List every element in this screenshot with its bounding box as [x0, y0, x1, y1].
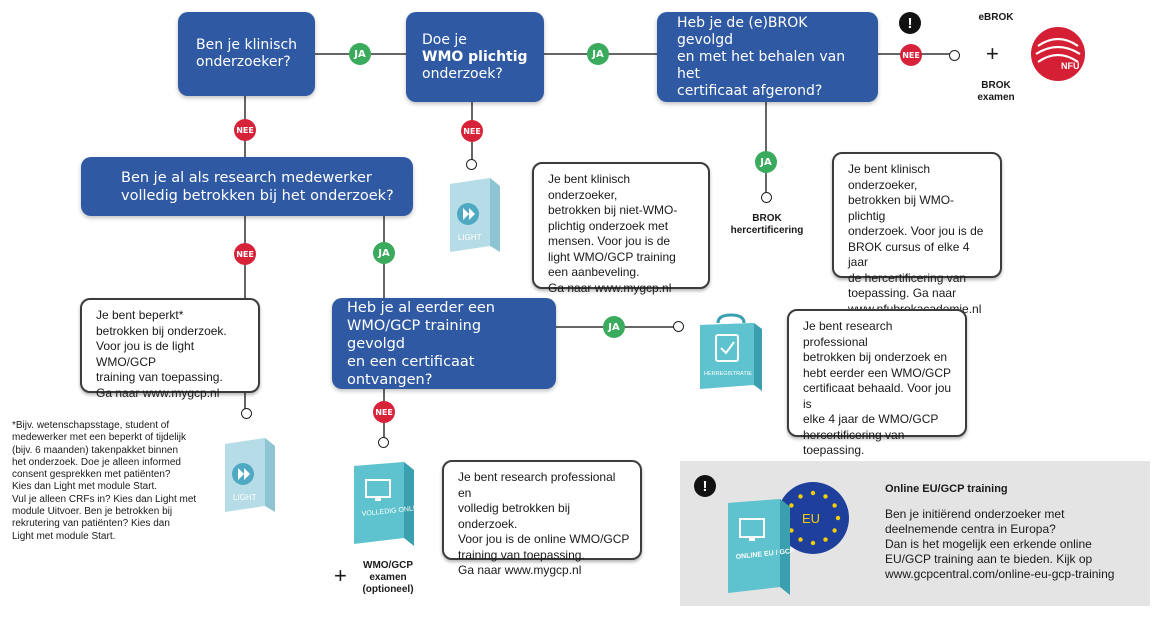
light-box-icon: LIGHT [219, 436, 277, 518]
plus-icon: + [334, 563, 347, 588]
end-node [378, 437, 389, 448]
nee-badge: NEE [234, 243, 256, 265]
question-text: onderzoek? [422, 65, 503, 82]
nfu-logo: NFU [1030, 26, 1086, 82]
ja-badge: JA [755, 151, 777, 173]
end-node [241, 408, 252, 419]
eu-panel-title: Online EU/GCP training [885, 483, 1008, 495]
light-box-icon: LIGHT [444, 176, 502, 258]
nee-badge: NEE [461, 120, 483, 142]
bubble-text: Je bent klinisch onderzoeker, betrokken … [548, 172, 678, 295]
bubble-text: Je bent beperkt* betrokken bij onderzoek… [96, 308, 227, 400]
nee-badge: NEE [373, 401, 395, 423]
ja-badge: JA [349, 43, 371, 65]
advice-bubble-herregistratie: Je bent research professional betrokken … [787, 309, 967, 473]
eu-panel-body: Ben je initiërend onderzoeker met deelne… [885, 507, 1115, 581]
end-node [673, 321, 684, 332]
nfu-logo-text: NFU [1061, 61, 1080, 71]
wmo-exam-label: WMO/GCP examen (optioneel) [362, 560, 414, 595]
question-brok: Heb je de (e)BROK gevolgd en met het beh… [657, 12, 878, 102]
advice-bubble-volledig: Je bent research professional en volledi… [442, 460, 642, 577]
ja-badge: JA [603, 316, 625, 338]
volledig-online-box-icon: VOLLEDIG ONLINE [350, 458, 425, 550]
end-node [466, 159, 477, 170]
footnote: *Bijv. wetenschapsstage, student of mede… [12, 420, 197, 542]
brok-exam-label: BROK examen [977, 80, 1015, 103]
svg-text:HERREGISTRATIE: HERREGISTRATIE [704, 371, 752, 377]
advice-bubble-brok: Je bent klinisch onderzoeker, betrokken … [832, 152, 1002, 316]
plus-icon: + [986, 41, 999, 66]
herregistratie-box-icon: HERREGISTRATIE [696, 313, 766, 395]
nee-badge: NEE [234, 119, 256, 141]
brok-recert-label: BROK hercertificering [730, 213, 804, 236]
question-text: Ben je klinisch onderzoeker? [196, 37, 298, 70]
ja-badge: JA [587, 43, 609, 65]
end-node [761, 192, 772, 203]
question-research-medewerker: Ben je al als research medewerker volled… [81, 157, 413, 216]
nee-badge: NEE [900, 44, 922, 66]
question-wmo-plichtig: Doe je WMO plichtig onderzoek? [406, 12, 544, 102]
bubble-text: Je bent research professional betrokken … [803, 319, 952, 473]
question-text: Heb je al eerder een WMO/GCP training ge… [347, 299, 495, 388]
question-klinisch-onderzoeker: Ben je klinisch onderzoeker? [178, 12, 315, 96]
bubble-text: Je bent klinisch onderzoeker, betrokken … [848, 162, 984, 316]
ja-badge: JA [373, 242, 395, 264]
question-eerder-wmo-gcp: Heb je al eerder een WMO/GCP training ge… [332, 298, 556, 389]
ebrok-label: eBROK [978, 12, 1014, 23]
eu-flag-icon: EU [776, 481, 850, 555]
svg-text:LIGHT: LIGHT [458, 233, 482, 242]
svg-text:LIGHT: LIGHT [233, 493, 257, 502]
end-node [949, 50, 960, 61]
online-eu-gcp-box-icon: ONLINE EU / GCP [724, 495, 796, 599]
exclamation-icon: ! [694, 475, 716, 497]
advice-bubble-beperkt: Je bent beperkt* betrokken bij onderzoek… [80, 298, 260, 400]
question-text: Doe je [422, 31, 467, 48]
question-text: Heb je de (e)BROK gevolgd en met het beh… [677, 14, 846, 99]
question-text: Ben je al als research medewerker volled… [121, 169, 394, 204]
svg-text:EU: EU [802, 511, 820, 526]
exclamation-icon: ! [899, 12, 921, 34]
question-text-bold: WMO plichtig [422, 48, 528, 65]
advice-bubble-light-wmo: Je bent klinisch onderzoeker, betrokken … [532, 162, 710, 295]
eu-gcp-panel: ! EU ONLINE EU / GCP Online EU/GCP train… [680, 461, 1150, 606]
bubble-text: Je bent research professional en volledi… [458, 470, 630, 577]
